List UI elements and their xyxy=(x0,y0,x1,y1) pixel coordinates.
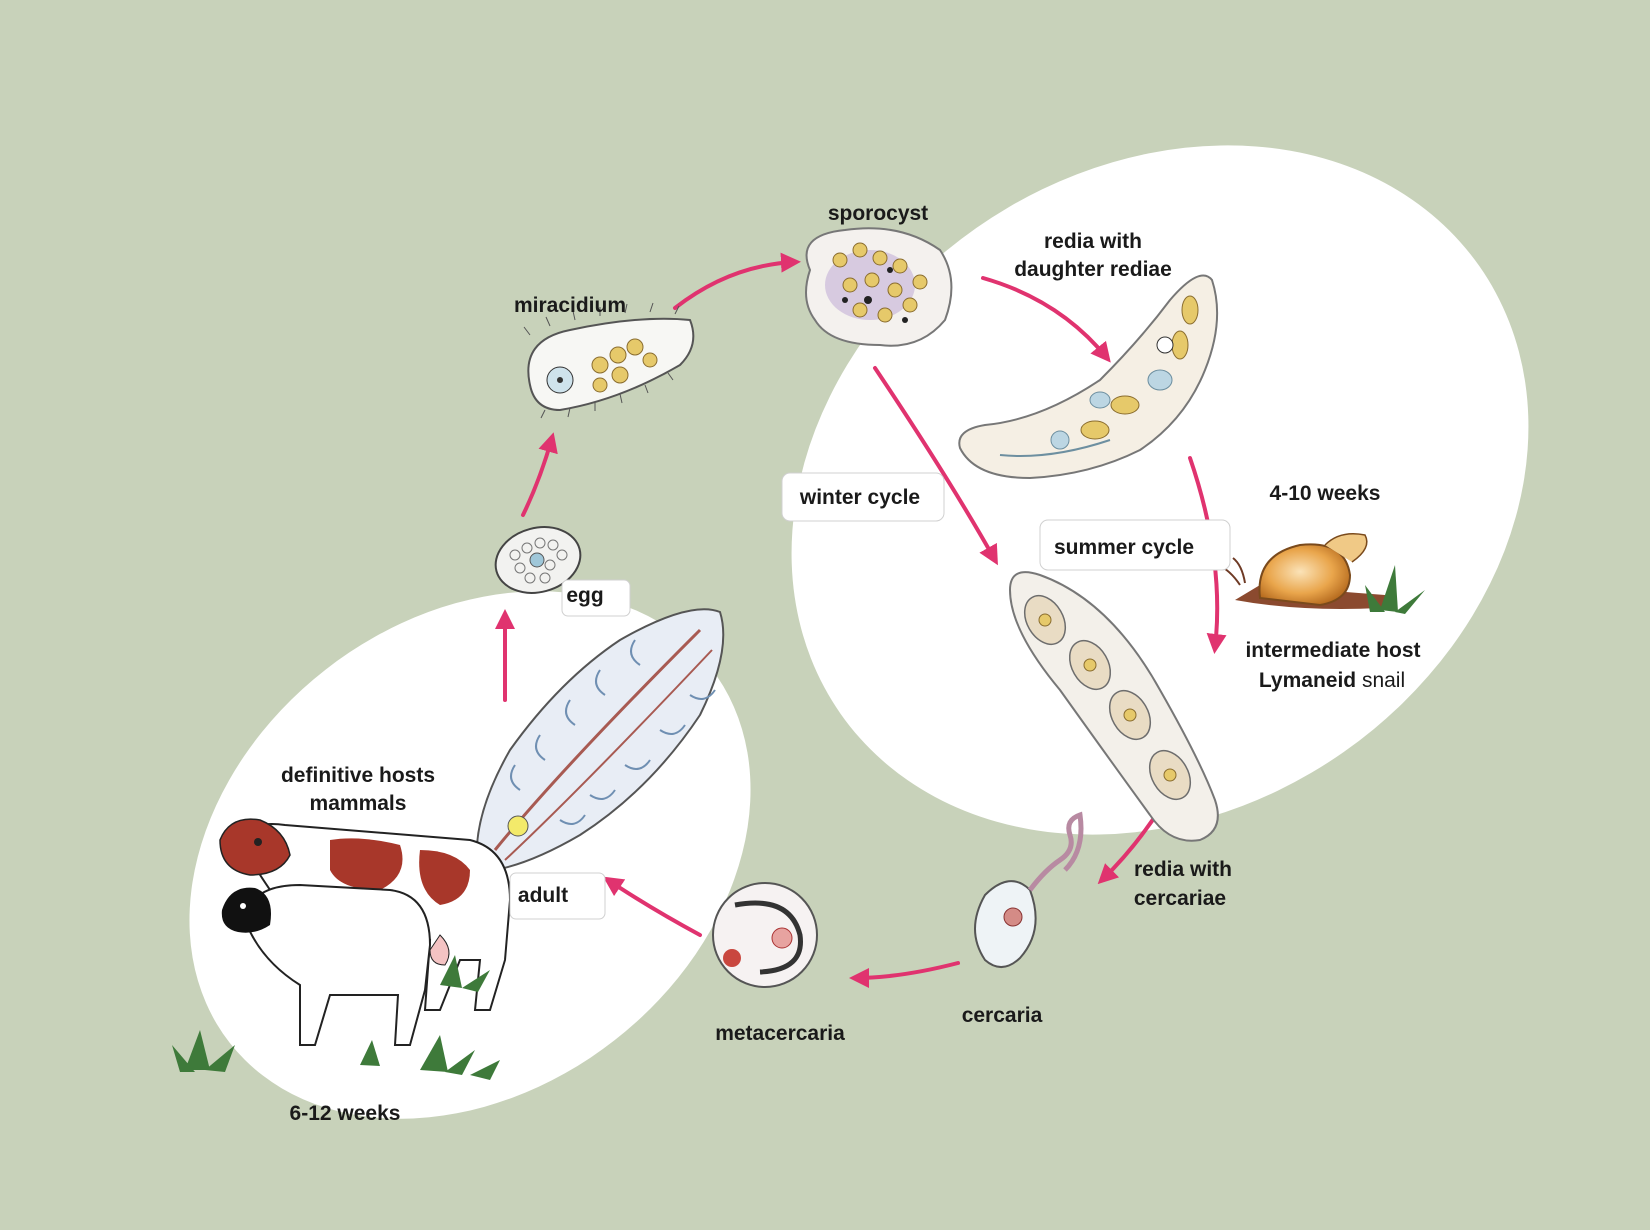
adult-fluke-illustration xyxy=(475,608,725,874)
label-redia-cercariae-line1: redia with xyxy=(1134,858,1232,881)
intermediate-host-region xyxy=(791,145,1529,835)
winter-cycle-box xyxy=(781,472,945,522)
label-redia-cercariae-line2: cercariae xyxy=(1134,887,1226,910)
label-snail-genus: Lymaneid xyxy=(1259,669,1356,692)
label-sporocyst: sporocyst xyxy=(828,202,928,225)
label-intermediate-host-line2: Lymaneid snail xyxy=(1259,669,1405,692)
label-snail-word: snail xyxy=(1356,669,1405,692)
redia-cercariae-illustration xyxy=(1008,571,1219,842)
label-summer-cycle: summer cycle xyxy=(1054,536,1194,559)
egg-illustration xyxy=(494,526,582,594)
label-intermediate-host-line1: intermediate host xyxy=(1245,639,1420,662)
miracidium-illustration xyxy=(523,302,695,419)
label-redia-daughter-line1: redia with xyxy=(1044,230,1142,253)
grass-icon xyxy=(172,955,500,1080)
label-miracidium: miracidium xyxy=(514,294,626,317)
adult-box xyxy=(509,872,606,920)
definitive-hosts-animals xyxy=(172,818,512,1080)
label-cercaria: cercaria xyxy=(962,1004,1043,1027)
arrow-egg-to-miracidium xyxy=(521,432,558,517)
sheep-icon xyxy=(221,883,432,1046)
lifecycle-arrows xyxy=(495,252,1227,988)
cercaria-illustration xyxy=(974,811,1084,968)
egg-box xyxy=(561,579,631,617)
arrow-winter-cycle xyxy=(873,366,998,566)
label-winter-cycle: winter cycle xyxy=(799,486,920,509)
label-definitive-hosts-line2: mammals xyxy=(310,792,407,815)
label-adult: adult xyxy=(518,884,568,907)
label-egg: egg xyxy=(566,584,603,607)
arrow-sporocyst-to-redia xyxy=(981,276,1111,363)
arrow-miracidium-to-sporocyst xyxy=(673,252,801,310)
label-definitive-hosts-line1: definitive hosts xyxy=(281,764,435,787)
redia-daughter-illustration xyxy=(958,274,1219,480)
label-snail-duration: 4-10 weeks xyxy=(1270,482,1381,505)
sporocyst-illustration xyxy=(805,227,953,347)
summer-cycle-box xyxy=(1039,519,1231,571)
label-metacercaria: metacercaria xyxy=(715,1022,845,1045)
label-redia-daughter-line2: daughter rediae xyxy=(1014,258,1172,281)
arrow-metacercaria-to-adult xyxy=(603,876,702,937)
metacercaria-illustration xyxy=(712,882,818,988)
arrow-cercaria-to-metacercaria xyxy=(849,961,960,988)
snail-icon xyxy=(1217,533,1425,614)
cycle-label-boxes xyxy=(509,472,1231,920)
label-host-duration: 6-12 weeks xyxy=(290,1102,401,1125)
